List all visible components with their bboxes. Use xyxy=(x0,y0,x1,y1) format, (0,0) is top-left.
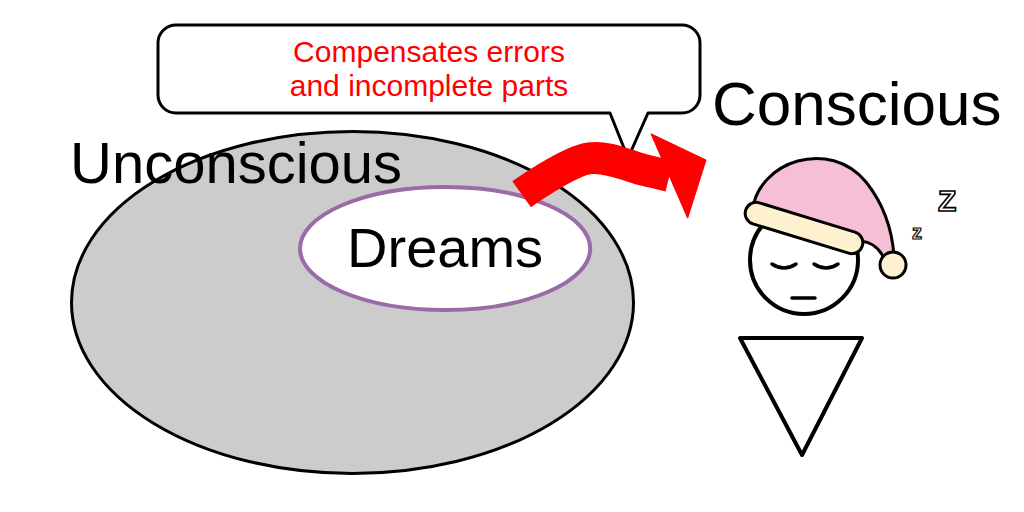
label-holder: z xyxy=(912,222,922,242)
node-text: Compensates errors and incomplete parts xyxy=(274,35,584,104)
conscious-person: Conscious xyxy=(706,68,1024,468)
speech-bubble: Compensates errors and incomplete parts xyxy=(158,25,700,113)
unconscious-region: Dreams Unconscious xyxy=(70,130,635,475)
ellipse-outline xyxy=(300,187,590,310)
label-holder: Z xyxy=(938,186,956,216)
arrow-body xyxy=(522,158,670,194)
node-text: Dreams xyxy=(347,216,543,280)
closed-eye xyxy=(814,264,838,268)
mouth xyxy=(792,296,815,300)
node-text: Conscious xyxy=(712,68,1001,139)
cap-band xyxy=(742,200,865,257)
node-text: Unconscious xyxy=(70,130,402,197)
sleep-z: Z xyxy=(938,186,956,216)
nightcap xyxy=(742,158,906,278)
arrow-head xyxy=(651,134,706,218)
dreams-ellipse: Dreams xyxy=(298,185,592,312)
closed-eye xyxy=(772,264,796,268)
sleep-z: z xyxy=(912,222,922,242)
cap-pompom xyxy=(880,252,906,278)
person-torso xyxy=(740,338,862,455)
